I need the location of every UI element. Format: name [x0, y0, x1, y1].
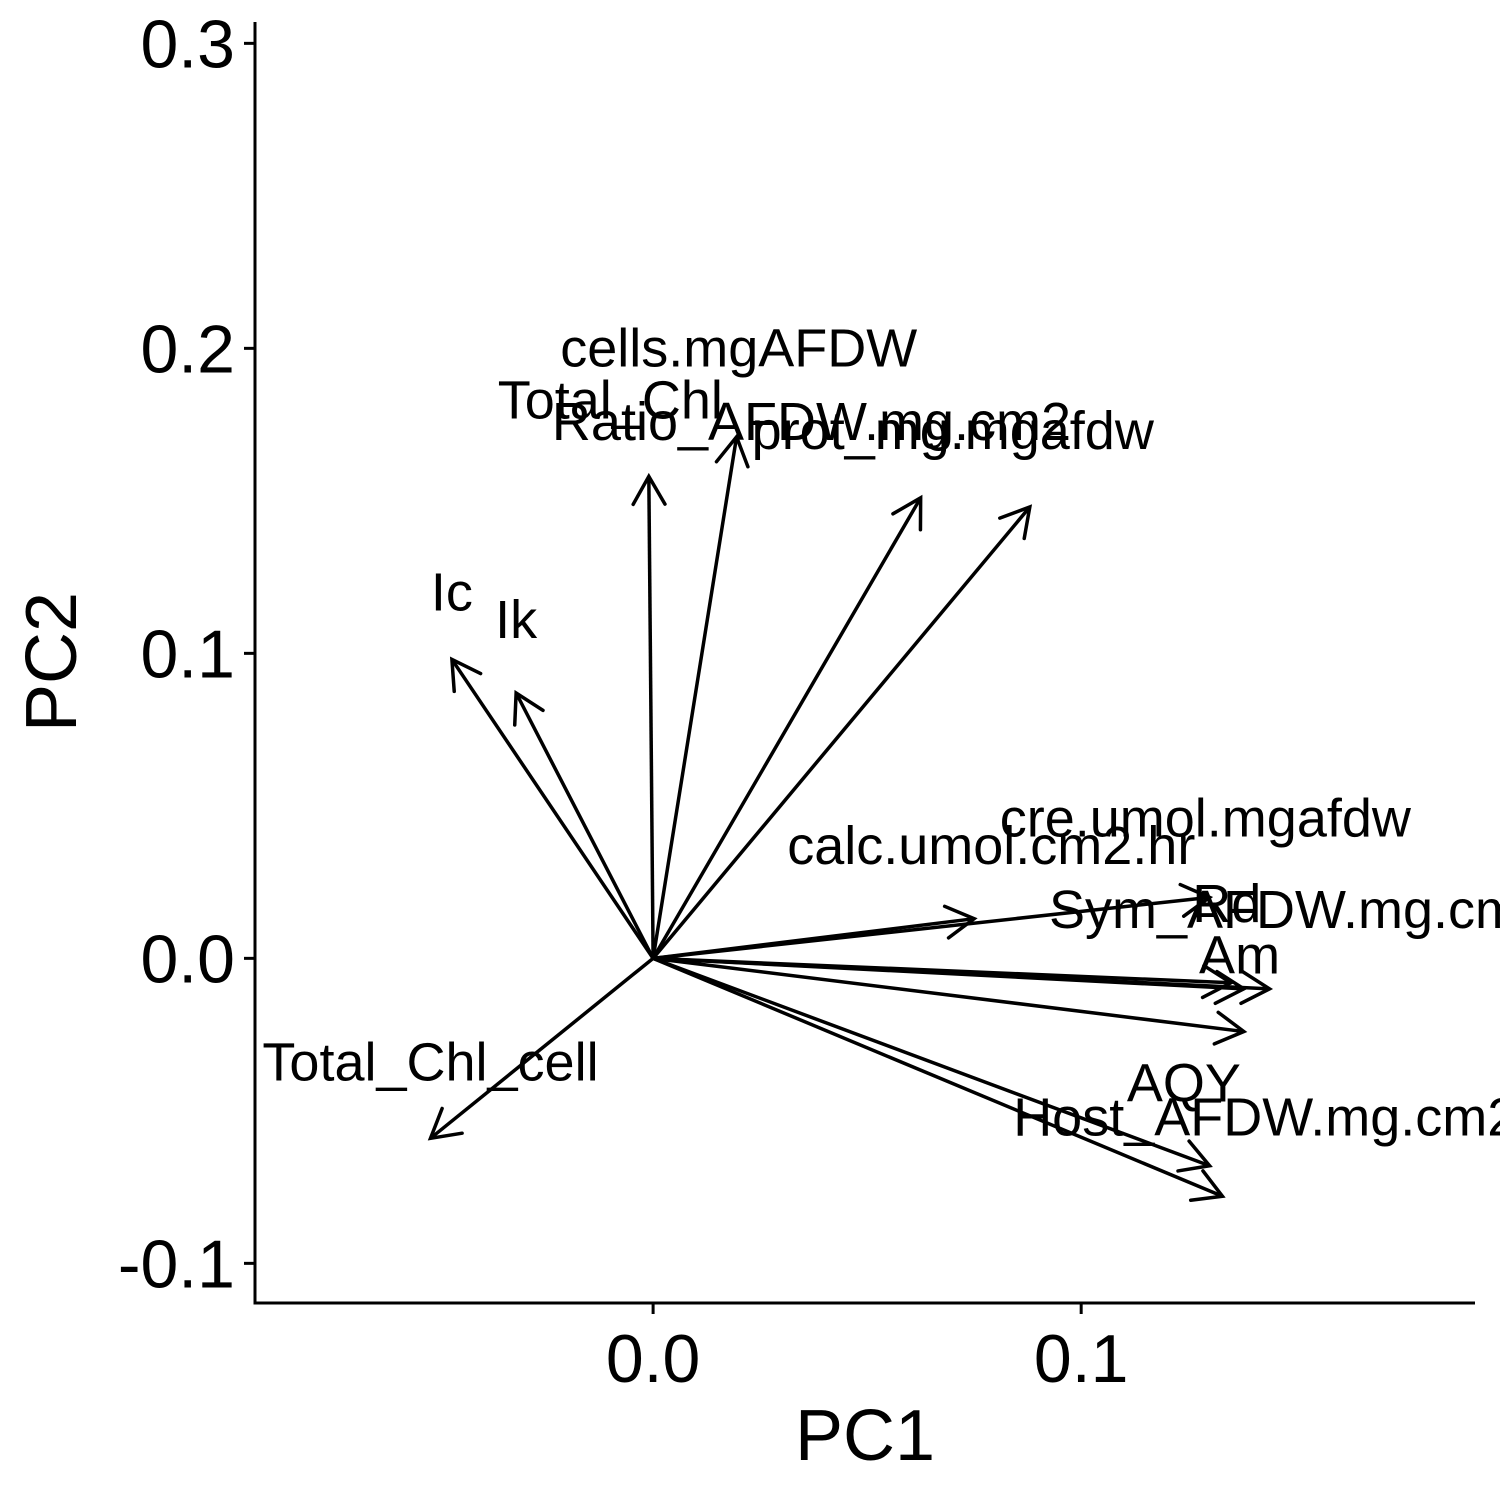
loading-vector	[652, 956, 1224, 1198]
loading-arrowhead	[891, 494, 923, 532]
loading-label: Ic	[431, 563, 473, 623]
loading-arrowhead	[998, 504, 1033, 541]
loading-vector	[651, 436, 739, 959]
loading-arrowhead	[1200, 963, 1235, 1000]
loading-vector	[647, 476, 655, 959]
loading-arrowhead	[1176, 1139, 1213, 1173]
y-tick-label: 0.0	[140, 921, 235, 997]
y-tick-label: -0.1	[118, 1226, 235, 1302]
loading-arrowhead	[1212, 1010, 1248, 1046]
loading-arrowhead	[942, 904, 978, 940]
y-tick-label: 0.1	[140, 616, 235, 692]
y-tick-label: 0.3	[140, 6, 235, 82]
loading-label: Total_Chl	[498, 371, 723, 431]
y-axis-title: PC2	[12, 592, 92, 732]
loading-vector	[652, 916, 975, 961]
loading-labels: cells.mgAFDWTotal_ChlRatio_AFDW.mg.cm2pr…	[262, 319, 1500, 1148]
loading-label: Ik	[495, 590, 538, 650]
loading-label: calc.umol.cm2.hr	[787, 816, 1195, 876]
loading-arrowhead	[1178, 882, 1214, 918]
loading-vector	[429, 956, 655, 1140]
x-tick-label: 0.0	[606, 1321, 701, 1397]
x-axis-title: PC1	[795, 1396, 935, 1476]
loading-label: Total_Chl_cell	[262, 1032, 598, 1092]
loading-label: Am	[1199, 926, 1280, 986]
loading-arrowhead	[1188, 1169, 1226, 1202]
loading-vector	[450, 658, 655, 960]
loading-arrowhead	[512, 689, 545, 727]
loading-arrowhead	[1239, 969, 1274, 1006]
loading-arrowhead	[427, 1106, 464, 1141]
x-tick-label: 0.1	[1034, 1321, 1129, 1397]
loading-vector	[514, 692, 655, 960]
loading-arrowhead	[449, 656, 483, 694]
x-axis-ticks: 0.0 0.1	[606, 1303, 1129, 1397]
loading-vectors	[427, 433, 1274, 1202]
loading-label: cells.mgAFDW	[560, 319, 917, 379]
loading-vector	[653, 956, 1270, 991]
y-axis-ticks: 0.3 0.2 0.1 0.0 -0.1	[118, 6, 255, 1302]
loading-label: Ratio_AFDW.mg.cm2	[552, 392, 1071, 452]
y-tick-label: 0.2	[140, 311, 235, 387]
loading-arrowhead	[631, 472, 667, 507]
loading-vector	[651, 496, 923, 960]
loading-arrowhead	[714, 433, 750, 469]
loading-label: cre.umol.mgafdw	[1000, 788, 1412, 848]
loading-label: Sym_AFDW.mg.cm2	[1049, 880, 1500, 940]
loading-label: Host_AFDW.mg.cm2	[1013, 1087, 1500, 1147]
loading-label: AQY	[1127, 1054, 1241, 1114]
loading-vector	[652, 956, 1245, 1034]
loading-vector	[652, 956, 1211, 1168]
loading-label: prot_mg.mgafdw	[752, 401, 1155, 461]
loading-label: Rd	[1192, 874, 1261, 934]
loading-vector	[651, 505, 1032, 960]
